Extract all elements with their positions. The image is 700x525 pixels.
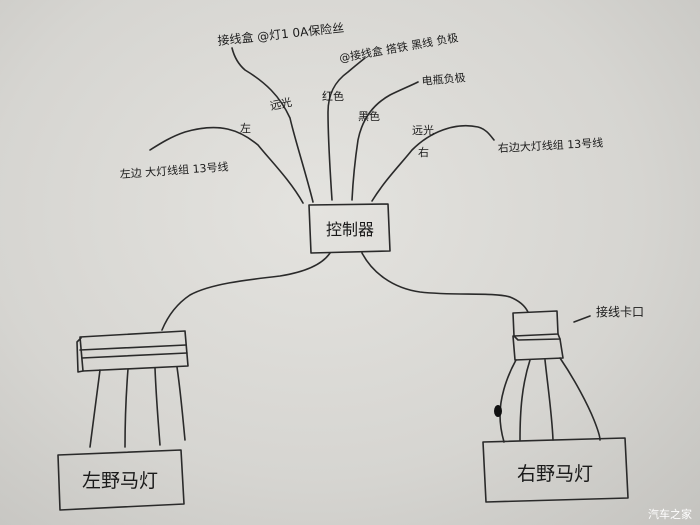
- left-lamp-wires: [89, 366, 186, 448]
- wire-black: [351, 81, 419, 201]
- wire-main: [231, 47, 314, 203]
- controller-label: 控制器: [326, 220, 374, 239]
- label-left-side: 左: [240, 122, 251, 135]
- upper-wires: [149, 47, 495, 204]
- label-battery-negative: 电瓶负极: [421, 70, 466, 88]
- label-right-high-beam: 远光: [412, 123, 434, 137]
- left-connector: [76, 330, 189, 373]
- label-red-wire: 红色: [322, 89, 344, 103]
- connector-pointer-line: [573, 315, 591, 323]
- label-right-headlight-group: 右边大灯线组 13号线: [497, 135, 603, 155]
- label-black-wire: 黑色: [358, 109, 380, 123]
- right-connector: [512, 310, 591, 361]
- wire-to-left-connector: [161, 252, 331, 331]
- left-lamp-label: 左野马灯: [82, 470, 158, 492]
- lower-wires: [161, 252, 529, 331]
- wire-right-side: [371, 125, 495, 202]
- controller-box: 控制器: [308, 203, 391, 254]
- watermark: 汽车之家: [648, 507, 692, 521]
- wire-left-side: [149, 126, 304, 204]
- label-left-headlight-group: 左边 大灯线组 13号线: [119, 159, 229, 181]
- wire-red: [327, 57, 366, 201]
- label-left-high-beam: 远光: [269, 95, 293, 113]
- label-main-fuse: 接线盒 @灯1 0A保险丝: [217, 20, 345, 48]
- label-right-side: 右: [418, 145, 429, 159]
- right-lamp-label: 右野马灯: [517, 463, 593, 485]
- label-ground-negative: @接线盒 搭铁 黑线 负极: [338, 30, 459, 65]
- right-lamp: 右野马灯: [482, 437, 629, 503]
- label-connector-clip: 接线卡口: [596, 304, 644, 319]
- wire-to-right-connector: [361, 252, 529, 313]
- right-lamp-wires: [494, 357, 601, 443]
- left-lamp: 左野马灯: [57, 449, 185, 511]
- wire-blob: [494, 405, 502, 417]
